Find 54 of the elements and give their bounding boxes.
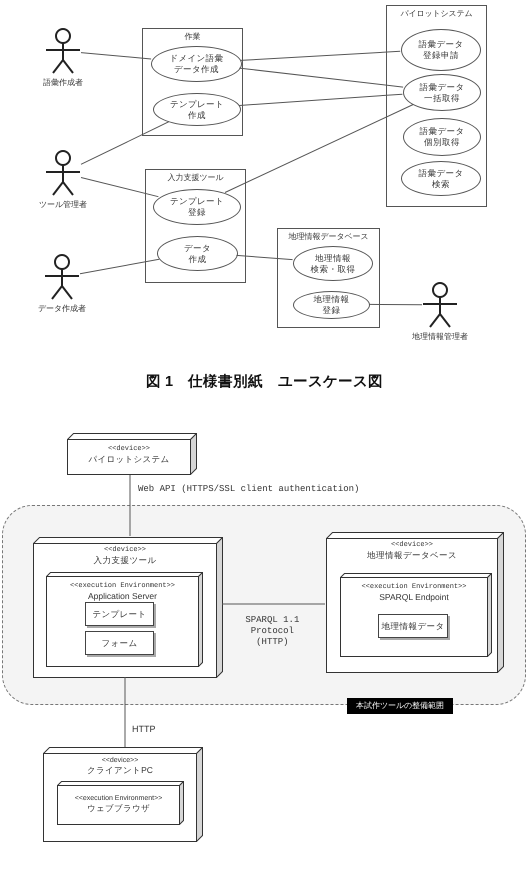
actor-name: データ作成者 — [37, 303, 87, 314]
connector-line — [80, 258, 160, 274]
use-case-label: 語彙データ登録申請 — [418, 39, 464, 61]
use-case-ellipse — [151, 46, 242, 82]
boundary-title: 地理情報データベース — [288, 231, 370, 242]
system-boundary — [277, 228, 380, 328]
node-name: Application Server — [87, 591, 158, 602]
connector-line — [80, 121, 170, 165]
node-name: パイロットシステム — [88, 454, 170, 465]
scope-tag: 本試作ツールの整備範囲 — [347, 698, 453, 714]
system-boundary — [386, 5, 487, 207]
connector-line — [238, 68, 404, 88]
node-name: クライアントPC — [86, 765, 154, 776]
artifact-label: フォーム — [102, 638, 138, 648]
connector-line — [124, 676, 126, 748]
connector-line — [80, 177, 159, 198]
node-name: SPARQL Endpoint — [378, 592, 450, 603]
connector-line — [224, 104, 414, 193]
edge-label: Web API (HTTPS/SSL client authentication) — [138, 484, 360, 495]
edge-label: HTTP — [132, 724, 156, 735]
use-case-ellipse — [403, 74, 481, 111]
artifact-box — [378, 614, 448, 638]
figure-caption: 図 1 仕様書別紙 ユースケース図 — [144, 372, 384, 392]
use-case-label: テンプレート登録 — [170, 196, 224, 218]
actor-name: 地理情報管理者 — [411, 331, 469, 342]
connector-line — [80, 52, 152, 60]
boundary-title: 入力支援ツール — [166, 172, 224, 183]
connector-line — [236, 254, 294, 260]
connector-line — [238, 94, 403, 106]
boundary-title: パイロットシステム — [400, 8, 474, 19]
artifact-label: テンプレート — [92, 608, 146, 620]
node-name: 地理情報データベース — [366, 550, 458, 561]
connector-line — [368, 304, 422, 306]
artifact-box — [85, 602, 154, 626]
use-case-label: ドメイン語彙データ作成 — [170, 53, 224, 75]
use-case-label: 地理情報検索・取得 — [310, 252, 356, 274]
use-case-label: 語彙データ一括取得 — [420, 82, 464, 104]
connector-line — [240, 50, 401, 61]
use-case-label: データ作成 — [184, 242, 211, 264]
actor-name: 語彙作成者 — [42, 77, 84, 88]
node-name: ウェブブラウザ — [86, 803, 151, 814]
use-case-label: 地理情報登録 — [314, 294, 350, 316]
edge-label: SPARQL 1.1 Protocol (HTTP) — [244, 615, 300, 648]
system-boundary — [145, 169, 246, 283]
use-case-label: 語彙データ個別取得 — [420, 126, 464, 148]
artifact-label: 地理情報データ — [382, 620, 444, 632]
artifact-box — [85, 631, 154, 655]
actor-name: ツール管理者 — [38, 199, 88, 210]
use-case-ellipse — [153, 93, 241, 126]
use-case-label: 語彙データ検索 — [418, 168, 464, 190]
use-case-label: テンプレート作成 — [170, 98, 224, 120]
system-boundary — [142, 28, 243, 136]
boundary-title: 作業 — [184, 31, 202, 42]
node-name: 入力支援ツール — [92, 555, 158, 566]
